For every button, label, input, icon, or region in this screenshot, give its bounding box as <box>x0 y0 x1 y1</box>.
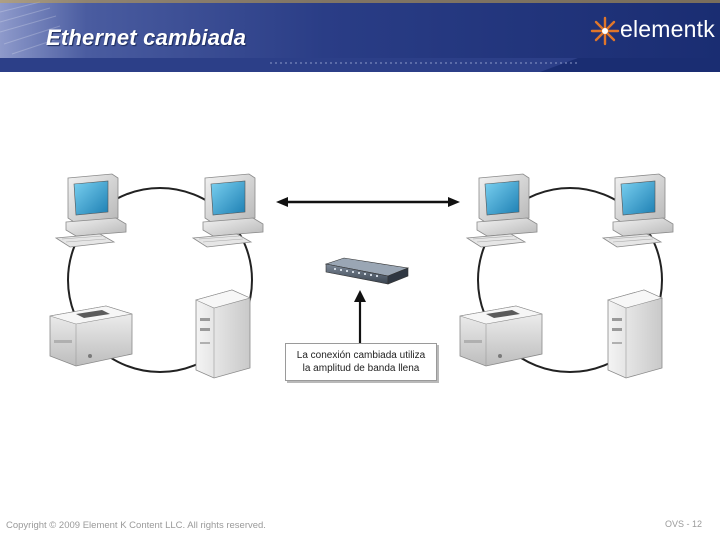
element-k-logo: elementk <box>588 14 715 48</box>
callout-line-1: La conexión cambiada utiliza <box>296 350 426 361</box>
right-server-tower <box>607 289 663 379</box>
left-server-tower <box>195 289 251 379</box>
network-diagram <box>49 173 674 379</box>
logo-text: elementk <box>620 16 715 42</box>
full-bandwidth-arrow <box>276 197 460 207</box>
callout-line-2: la amplitud de banda llena <box>302 363 420 374</box>
network-switch <box>324 257 410 285</box>
switched-connection-callout: La conexión cambiada utiliza la amplitud… <box>285 343 437 381</box>
left-computer-1 <box>55 173 127 248</box>
header-banner: Ethernet cambiada elementk <box>0 0 720 72</box>
left-network-ring <box>67 187 253 373</box>
page-number: OVS - 12 <box>665 519 703 529</box>
slide-title: Ethernet cambiada <box>46 25 247 50</box>
right-network-ring <box>477 187 663 373</box>
copyright-notice: Copyright © 2009 Element K Content LLC. … <box>6 520 266 531</box>
right-computer-2 <box>602 173 674 248</box>
callout-pointer <box>354 290 366 343</box>
right-printer <box>459 305 543 367</box>
left-computer-2 <box>192 173 264 248</box>
left-printer <box>49 305 133 367</box>
logo-star-icon <box>590 16 620 46</box>
header-background <box>0 0 720 72</box>
right-computer-1 <box>466 173 538 248</box>
